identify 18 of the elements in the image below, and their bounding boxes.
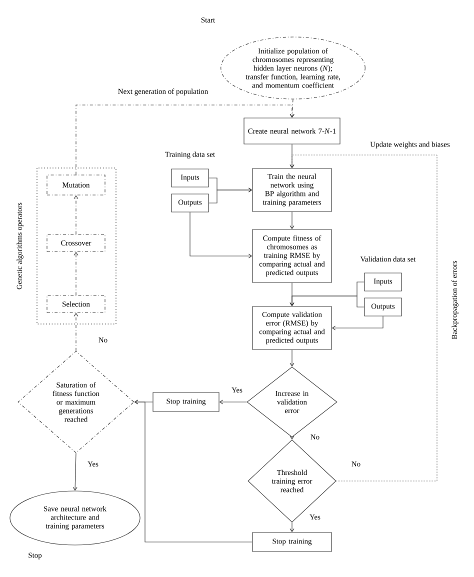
arrow xyxy=(208,188,252,204)
arrow xyxy=(290,144,294,168)
arrow xyxy=(134,400,252,542)
arrow xyxy=(76,104,294,175)
arrow xyxy=(332,316,384,330)
arrow xyxy=(290,350,294,367)
arrow xyxy=(290,436,294,440)
arrow xyxy=(290,522,294,532)
arrow xyxy=(74,195,78,234)
arrow xyxy=(290,99,294,118)
arrow xyxy=(72,452,78,491)
arrow xyxy=(290,154,438,482)
arrow xyxy=(74,252,78,296)
arrow xyxy=(74,312,78,352)
arrow xyxy=(290,212,294,230)
arrow xyxy=(190,212,252,258)
arrow xyxy=(219,400,247,404)
arrow xyxy=(290,296,364,308)
